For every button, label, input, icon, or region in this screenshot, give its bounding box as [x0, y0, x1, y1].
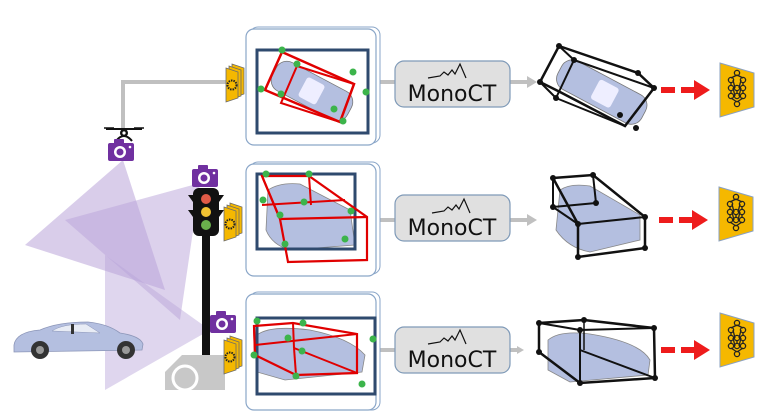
monoct-model-box-traffic-light: MonoCT — [394, 194, 511, 242]
feature-stack-icon-vehicle — [223, 335, 243, 375]
monoct-model-box-vehicle: MonoCT — [394, 326, 511, 374]
monoct-label-traffic-light: MonoCT — [408, 216, 497, 241]
dashed-arrows — [659, 80, 710, 360]
dashed-arrow-traffic-light — [659, 217, 673, 223]
drone-icon — [104, 127, 144, 142]
input-image-drone — [245, 26, 381, 146]
monoct-model-box-drone: MonoCT — [394, 60, 511, 108]
drone-camera-icon — [108, 139, 134, 161]
feature-stack-icon-drone — [225, 63, 245, 103]
vehicle-camera-icon — [210, 311, 236, 333]
output-3d-box-drone — [537, 43, 657, 131]
output-3d-box-traffic-light — [550, 172, 648, 260]
drone-connector-line — [121, 80, 228, 128]
dashed-arrow-vehicle — [661, 347, 675, 353]
traffic-light-camera-icon — [192, 165, 218, 187]
flow-arrows — [378, 76, 537, 354]
monoct-label-vehicle: MonoCT — [408, 348, 497, 373]
car-icon — [13, 321, 144, 359]
truck-icon — [165, 355, 225, 392]
neural-network-icon-vehicle — [719, 312, 755, 368]
traffic-light-icon — [188, 188, 224, 365]
neural-network-icon-traffic-light — [718, 186, 754, 242]
neural-network-icon-drone — [719, 62, 755, 118]
input-image-traffic-light — [245, 161, 381, 277]
input-image-vehicle — [245, 291, 381, 411]
feature-stack-icon-traffic-light — [223, 202, 243, 242]
output-3d-box-vehicle — [536, 317, 658, 386]
monoct-label-drone: MonoCT — [408, 82, 497, 107]
traffic-light-fov — [65, 183, 200, 320]
keypoints — [257, 46, 370, 125]
dashed-arrow-drone — [661, 87, 675, 93]
